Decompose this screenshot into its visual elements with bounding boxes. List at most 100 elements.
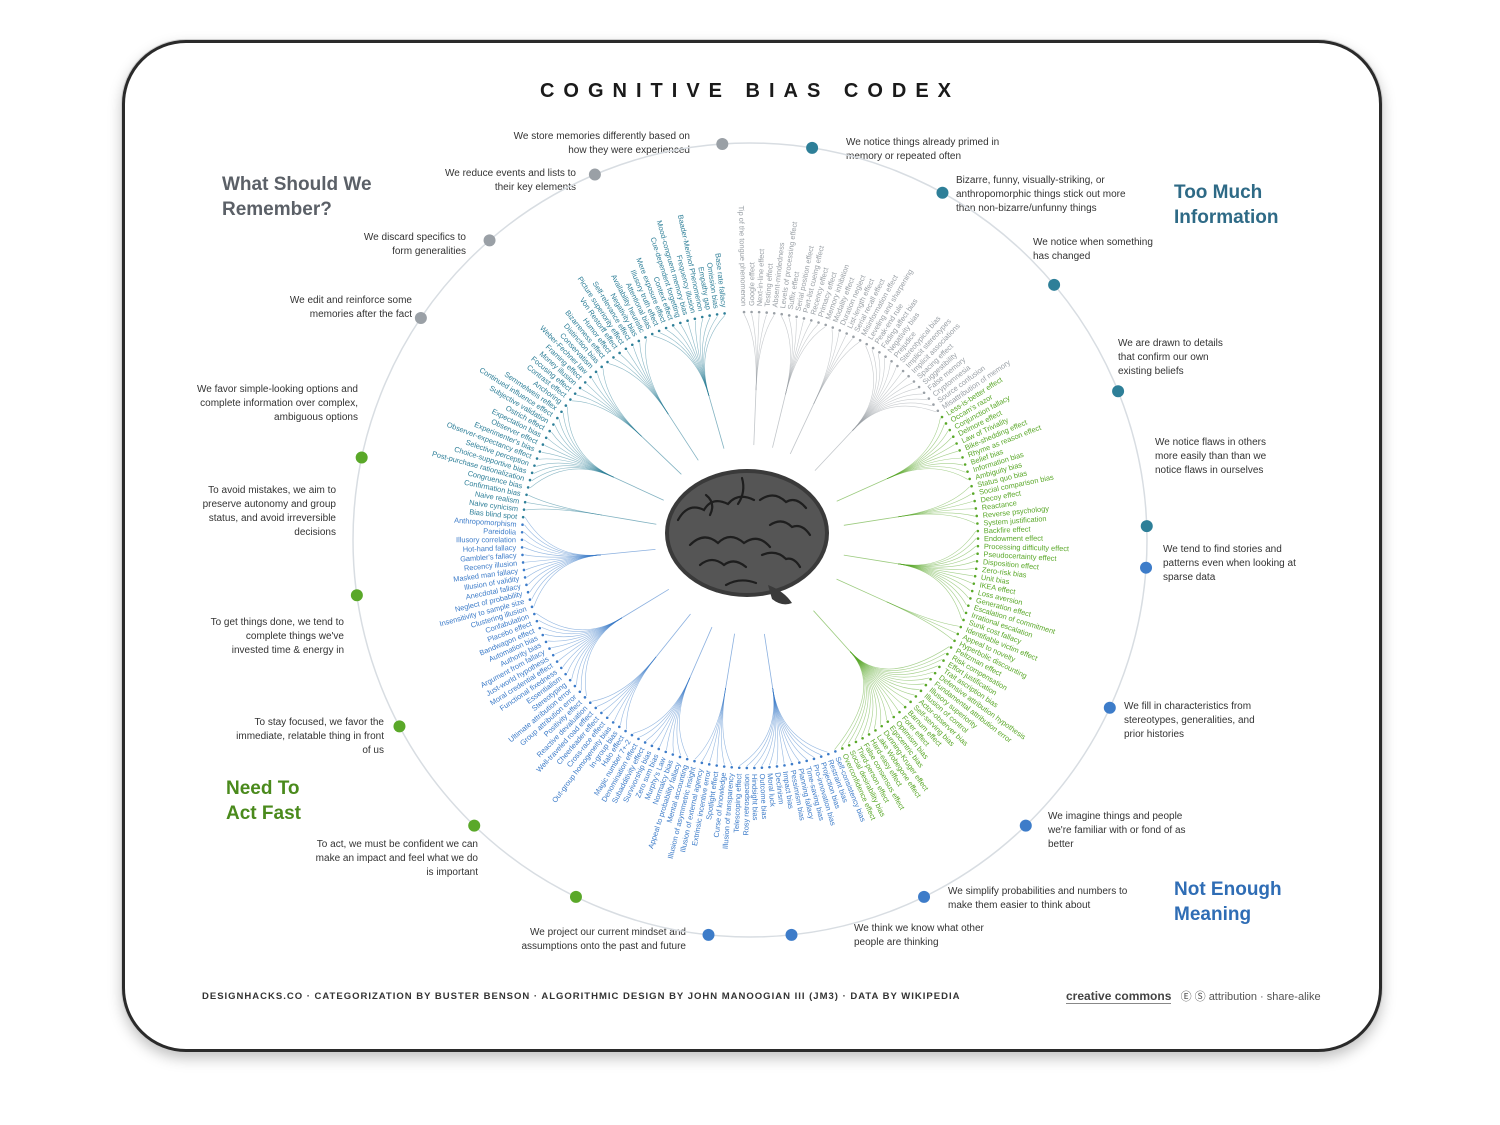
- category-dot: [702, 928, 715, 941]
- branch-spoke: [655, 613, 691, 658]
- bias-dot: [959, 625, 963, 629]
- branch-spoke: [725, 633, 735, 689]
- branch-spoke: [753, 390, 757, 446]
- category-caption: We favor simple-looking options and comp…: [196, 384, 358, 423]
- bias-dot: [612, 356, 615, 359]
- bias-dot: [809, 319, 813, 322]
- bias-dot: [903, 705, 907, 709]
- branch-spoke: [600, 548, 656, 556]
- category-caption: We think we know what other people are t…: [854, 923, 984, 948]
- bias-dot: [861, 736, 864, 740]
- bias-dot: [722, 765, 726, 768]
- bias-dot: [867, 733, 871, 736]
- category-dot: [393, 720, 406, 733]
- branch-line: [626, 656, 657, 730]
- category-caption: We imagine things and people we're famil…: [1048, 811, 1186, 850]
- bias-dot: [958, 449, 961, 452]
- bias-dot: [914, 695, 918, 698]
- bias-dot: [578, 386, 582, 390]
- branch-line: [536, 462, 614, 478]
- bias-dot: [976, 529, 980, 533]
- bias-dot: [708, 314, 711, 317]
- bias-dot: [932, 403, 935, 406]
- brain-icon: [665, 469, 829, 605]
- quadrant-too-much-line2: Information: [1174, 207, 1279, 228]
- category-caption: To get things done, we tend to complete …: [210, 617, 344, 656]
- quadrant-meaning-line2: Meaning: [1174, 904, 1252, 925]
- category-dot: [1112, 385, 1125, 398]
- bias-dot: [528, 598, 532, 601]
- bias-dot: [600, 365, 603, 369]
- branch-line: [676, 677, 691, 756]
- quadrant-act-fast: Need To Act Fast: [226, 776, 301, 826]
- outer-ring: [352, 142, 1148, 938]
- bias-dot: [753, 766, 756, 770]
- bias-dot: [686, 319, 689, 323]
- bias-dot: [643, 741, 647, 744]
- bias-dot: [817, 321, 820, 324]
- bias-dot: [901, 369, 905, 373]
- attribution-icon: Ⓔ Ⓢ: [1180, 991, 1206, 1003]
- category-caption: We fill in characteristics from stereoty…: [1124, 701, 1255, 740]
- branch-line: [852, 382, 913, 431]
- bias-dot: [976, 522, 979, 525]
- bias-dot: [679, 321, 682, 325]
- bias-dot: [948, 428, 952, 432]
- bias-dot: [936, 409, 940, 413]
- bias-label: Hot-hand fallacy: [463, 543, 517, 554]
- branch-line: [551, 617, 622, 648]
- bias-dot: [760, 766, 764, 769]
- bias-dot: [551, 653, 555, 657]
- bias-dot: [831, 326, 835, 329]
- branch-line: [523, 532, 601, 556]
- bias-dot: [966, 470, 969, 473]
- bias-dot: [798, 761, 801, 764]
- branch-line: [544, 617, 622, 638]
- branch-line: [813, 338, 853, 405]
- branch-spoke: [813, 610, 851, 652]
- category-dot: [483, 234, 496, 247]
- bias-label: Tip of the tongue phenomenon: [737, 206, 749, 307]
- bias-label: Hindsight bias: [750, 774, 760, 821]
- bias-dot: [624, 347, 628, 351]
- bias-dot: [552, 423, 555, 426]
- branch-line: [538, 617, 622, 632]
- bias-dot: [569, 398, 572, 401]
- quadrant-remember: What Should We Remember?: [222, 172, 372, 222]
- bias-dot: [917, 385, 921, 389]
- branch-line: [834, 651, 864, 750]
- bias-dot: [841, 747, 844, 750]
- bias-dot: [637, 737, 640, 741]
- bias-dot: [780, 312, 784, 316]
- branch-line: [898, 563, 967, 606]
- bias-dot: [559, 666, 563, 670]
- bias-dot: [757, 310, 761, 314]
- bias-dot: [942, 659, 945, 662]
- branch-line: [813, 341, 860, 405]
- category-caption: We edit and reinforce some memories afte…: [289, 295, 412, 320]
- bias-dot: [564, 404, 568, 407]
- bias-dot: [535, 457, 539, 460]
- bias-dot: [664, 326, 668, 330]
- branch-line: [591, 656, 657, 702]
- category-caption: We notice things already primed in memor…: [846, 137, 1000, 162]
- category-dot: [414, 312, 427, 325]
- quadrant-too-much-line1: Too Much: [1174, 182, 1263, 203]
- bias-dot: [795, 315, 798, 319]
- bias-dot: [520, 546, 524, 549]
- bias-dot: [611, 721, 615, 724]
- category-dot: [918, 890, 931, 903]
- bias-dot: [600, 711, 603, 715]
- bias-dot: [880, 724, 883, 728]
- bias-dot: [530, 471, 534, 475]
- bias-label: Gambler's fallacy: [460, 551, 517, 564]
- bias-dot: [827, 752, 830, 756]
- branch-line: [659, 332, 710, 396]
- bias-dot: [974, 507, 978, 510]
- branch-line: [536, 613, 622, 631]
- branch-line: [852, 393, 923, 431]
- branch-line: [597, 373, 642, 437]
- bias-dot: [976, 552, 979, 556]
- bias-dot: [541, 633, 545, 637]
